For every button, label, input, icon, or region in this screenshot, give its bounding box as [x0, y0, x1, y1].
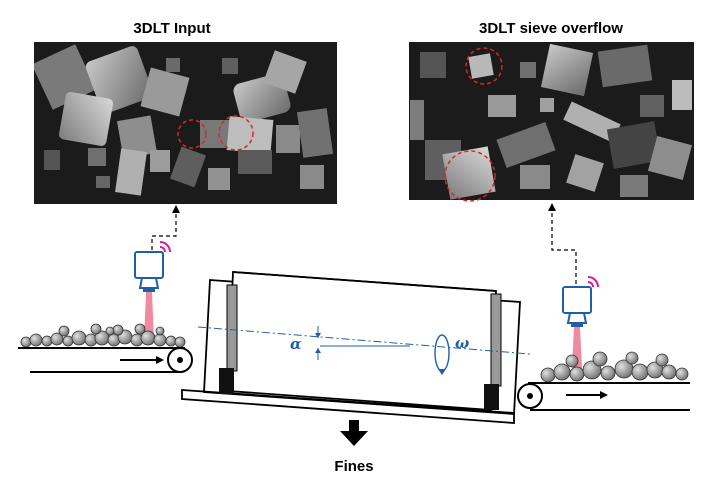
- input-conveyor-belt: [18, 323, 193, 373]
- arrow-right-icon: [156, 356, 164, 364]
- tilt-angle-label: α: [290, 335, 302, 353]
- overflow-image-title: 3DLT sieve overflow: [479, 20, 623, 37]
- wifi-signal-icon: [159, 241, 171, 253]
- rotation-speed-label: ω: [455, 334, 469, 352]
- wifi-signal-icon: [587, 276, 599, 288]
- fines-label: Fines: [334, 458, 373, 475]
- highlight-circle: [444, 150, 496, 202]
- input-image-title: 3DLT Input: [133, 20, 210, 37]
- arrow-up-icon: [548, 203, 556, 211]
- input-depth-image: [34, 42, 337, 204]
- left-data-link: [151, 212, 177, 250]
- arrow-right-icon: [600, 391, 608, 399]
- overflow-conveyor-belt: [517, 351, 690, 411]
- right-data-link: [551, 210, 577, 284]
- highlight-circle: [218, 115, 254, 151]
- highlight-circle: [465, 47, 503, 85]
- down-arrow-icon: [340, 420, 368, 446]
- arrow-up-icon: [172, 205, 180, 213]
- highlight-circle: [177, 119, 207, 149]
- laser-beam: [144, 292, 154, 340]
- rotating-drum-sieve: α ω: [181, 271, 531, 424]
- camera-icon: [134, 251, 164, 292]
- overflow-depth-image: [409, 42, 694, 202]
- camera-icon: [562, 286, 592, 327]
